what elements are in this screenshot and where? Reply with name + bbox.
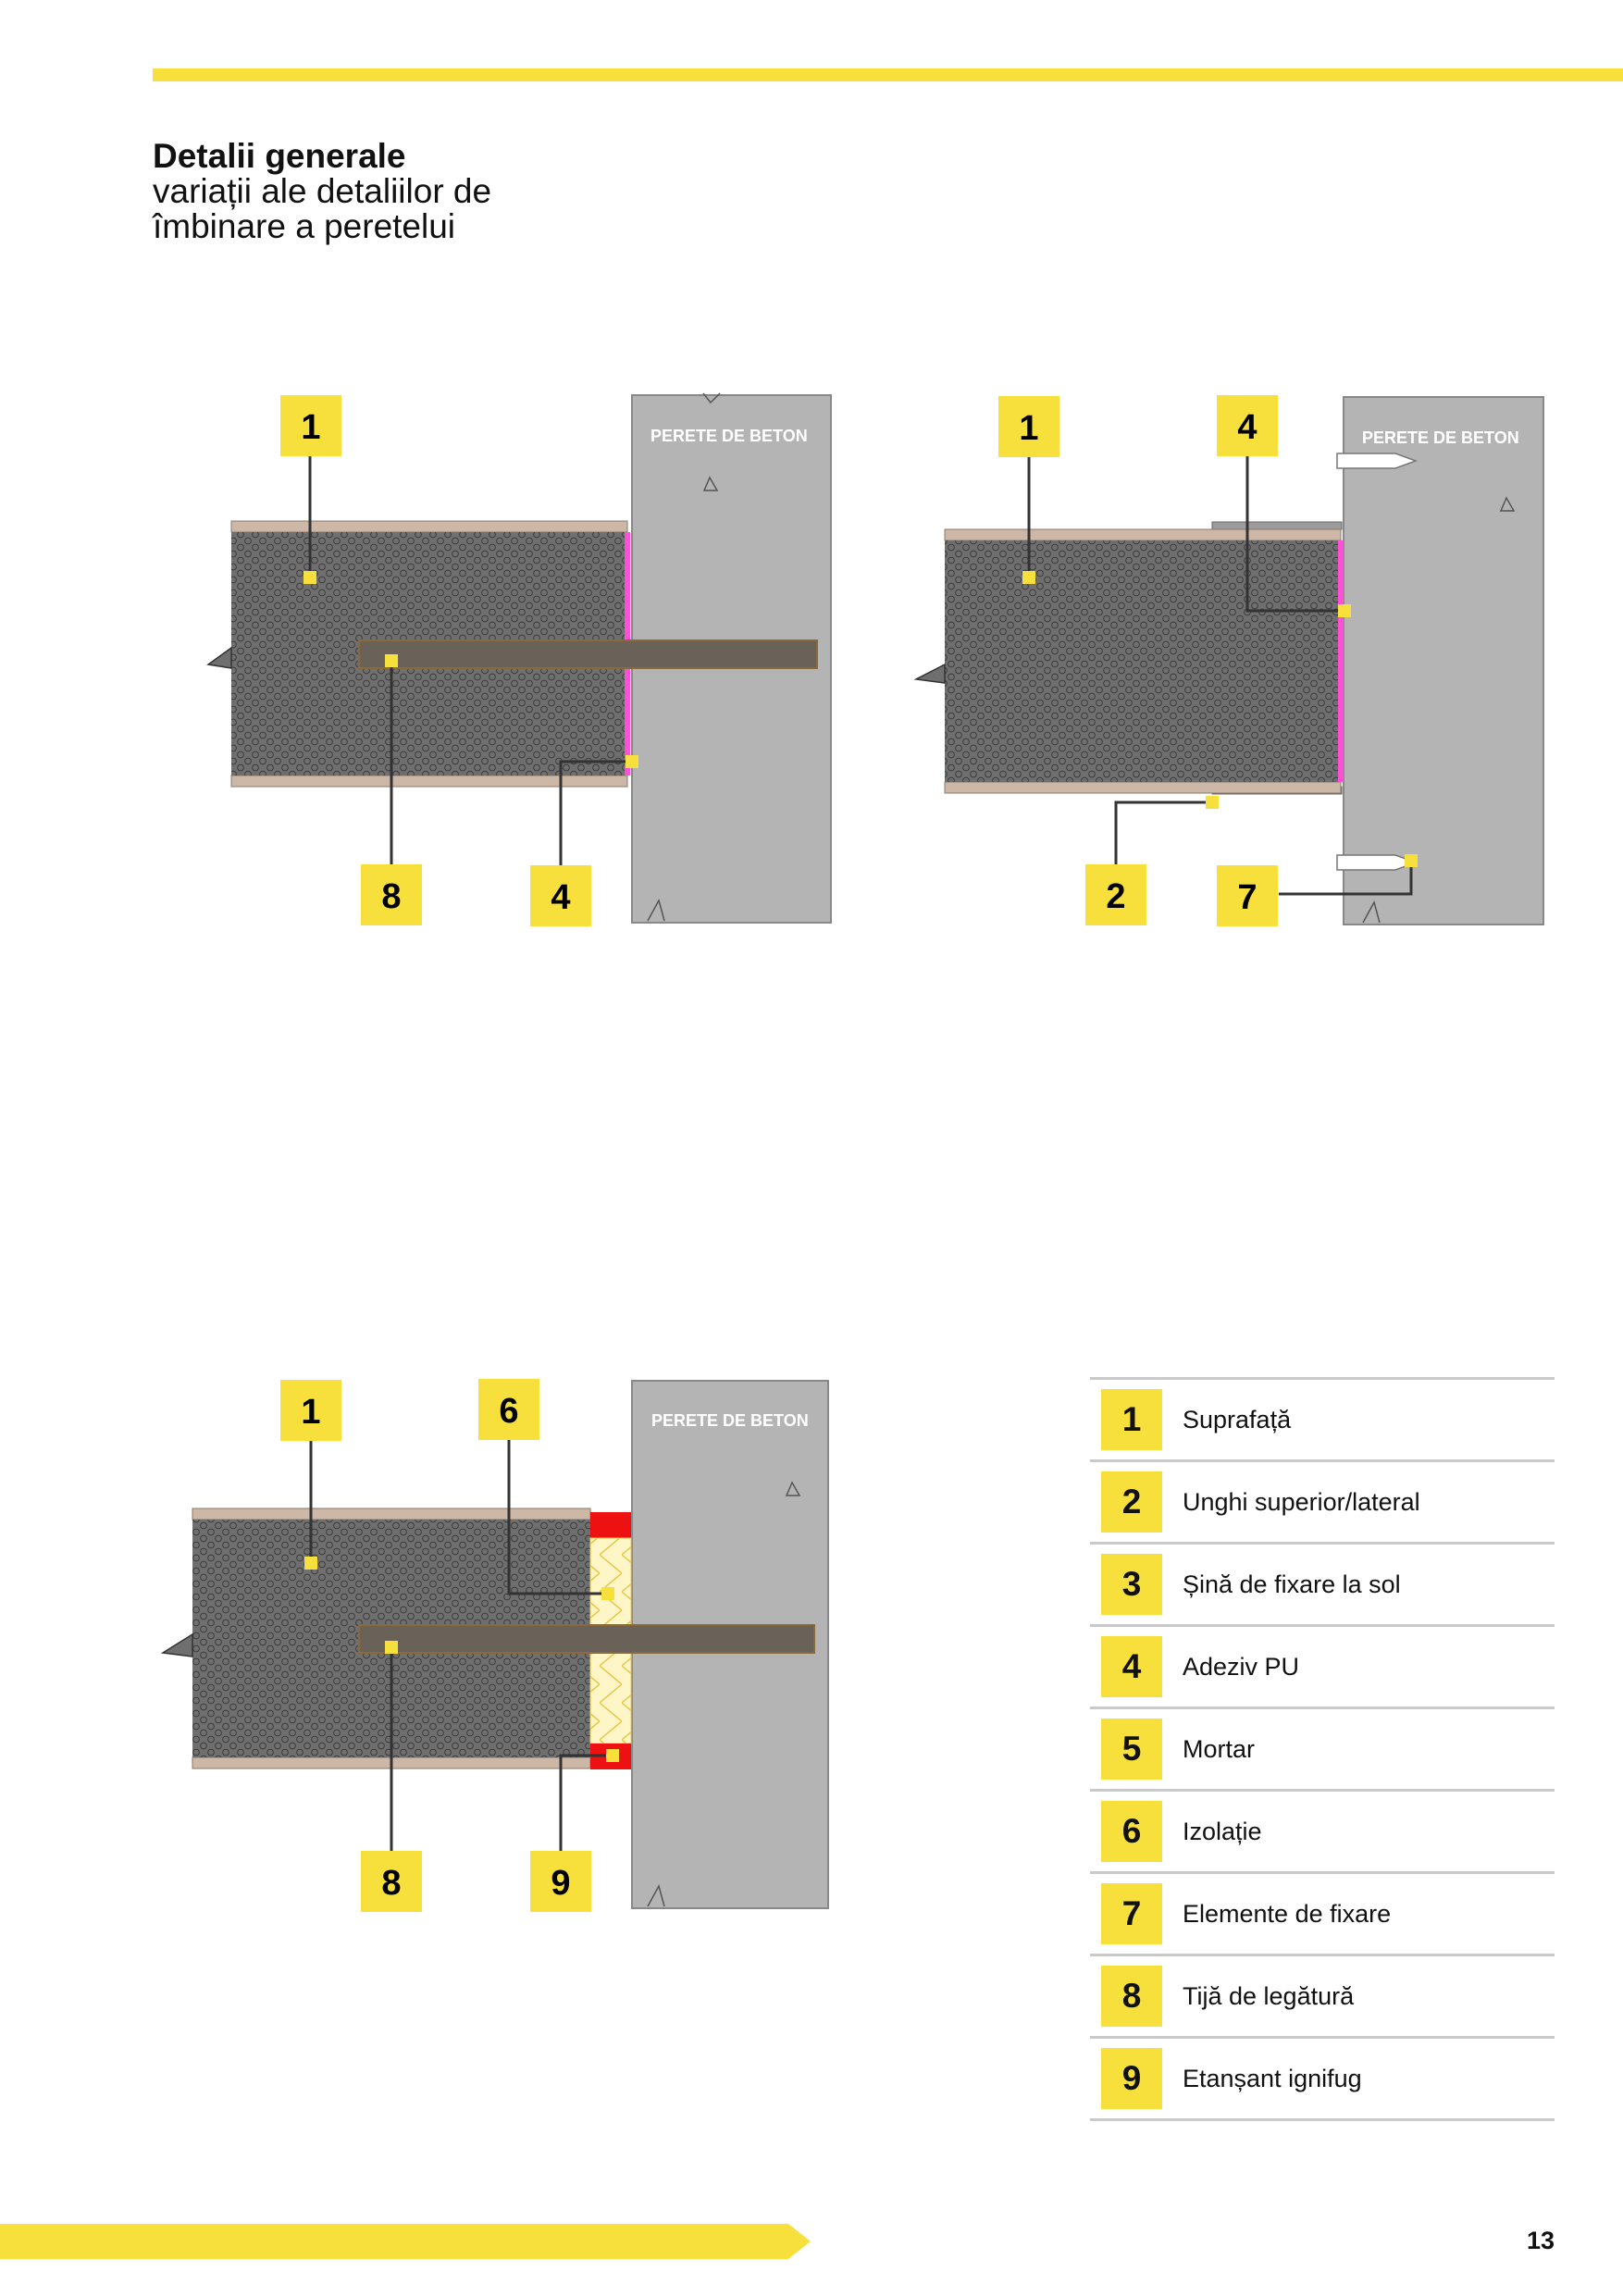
top-angle [1211, 521, 1343, 530]
callout-8: 8 [361, 864, 422, 925]
top-accent-bar [153, 68, 1623, 81]
page-number: 13 [1526, 2227, 1555, 2254]
legend-item: 4 Adeziv PU [1090, 1624, 1555, 1706]
legend-label: Etanșant ignifug [1183, 2065, 1362, 2092]
legend-number: 2 [1101, 1471, 1162, 1533]
legend-item: 7 Elemente de fixare [1090, 1871, 1555, 1954]
svg-text:4: 4 [1237, 408, 1257, 447]
title-bold: Detalii generale [153, 137, 406, 175]
svg-text:2: 2 [1106, 877, 1125, 916]
legend-number: 3 [1101, 1554, 1162, 1615]
page-title: Detalii generale variații ale detaliilor… [153, 139, 800, 244]
legend-item: 8 Tijă de legătură [1090, 1954, 1555, 2036]
legend-number: 1 [1101, 1389, 1162, 1450]
svg-text:1: 1 [1019, 409, 1038, 448]
panel-top-skin [192, 1508, 591, 1520]
subtitle-line-2: îmbinare a peretelui [153, 207, 456, 245]
svg-text:6: 6 [499, 1392, 518, 1431]
legend-label: Tijă de legătură [1183, 1982, 1355, 2010]
legend-item: 2 Unghi superior/lateral [1090, 1459, 1555, 1542]
panel-bottom-skin [944, 781, 1342, 794]
legend-item: 1 Suprafață [1090, 1377, 1555, 1459]
svg-text:1: 1 [301, 408, 320, 447]
legend-label: Șină de fixare la sol [1183, 1570, 1401, 1598]
legend-label: Adeziv PU [1183, 1653, 1300, 1681]
legend-item: 6 Izolație [1090, 1789, 1555, 1871]
legend-label: Unghi superior/lateral [1183, 1488, 1420, 1516]
fire-sealant-top [590, 1512, 631, 1538]
callout-8: 8 [361, 1851, 422, 1912]
legend-number: 9 [1101, 2048, 1162, 2109]
callout-1: 1 [998, 396, 1059, 457]
legend-number: 6 [1101, 1801, 1162, 1862]
wall-label: PERETE DE BETON [651, 1411, 809, 1430]
panel-core [945, 540, 1341, 782]
callout-9: 9 [530, 1851, 591, 1912]
svg-text:1: 1 [301, 1393, 320, 1432]
callout-1: 1 [280, 1380, 341, 1441]
legend-number: 7 [1101, 1883, 1162, 1944]
diagram-3: PERETE DE BETON 1 6 8 9 [160, 1379, 829, 1912]
tie-rod [358, 639, 818, 669]
diagram-2: PERETE DE BETON 1 4 2 7 [913, 395, 1544, 926]
legend-number: 8 [1101, 1966, 1162, 2027]
callout-4: 4 [1217, 395, 1278, 456]
callout-6: 6 [478, 1379, 539, 1440]
callout-7: 7 [1217, 865, 1278, 926]
legend: 1 Suprafață 2 Unghi superior/lateral 3 Ș… [1090, 1377, 1555, 2121]
tie-rod [358, 1624, 815, 1654]
panel-top-skin [944, 528, 1342, 541]
svg-text:4: 4 [551, 878, 570, 917]
legend-item: 9 Etanșant ignifug [1090, 2036, 1555, 2121]
wall-label: PERETE DE BETON [650, 427, 808, 445]
legend-label: Izolație [1183, 1818, 1262, 1845]
concrete-wall [1343, 396, 1544, 925]
bottom-accent-arrow [0, 2224, 811, 2259]
legend-number: 5 [1101, 1719, 1162, 1780]
svg-text:7: 7 [1237, 878, 1257, 917]
svg-text:8: 8 [381, 1864, 401, 1903]
panel-top-skin [230, 520, 628, 533]
svg-text:9: 9 [551, 1864, 570, 1903]
pu-adhesive [1338, 540, 1344, 782]
svg-text:8: 8 [381, 877, 401, 916]
panel-bottom-skin [230, 775, 628, 788]
callout-4: 4 [530, 865, 591, 926]
diagram-1: PERETE DE BETON 1 8 4 [206, 392, 832, 926]
legend-label: Elemente de fixare [1183, 1900, 1392, 1928]
legend-item: 3 Șină de fixare la sol [1090, 1542, 1555, 1624]
callout-1: 1 [280, 395, 341, 456]
subtitle-line-1: variații ale detaliilor de [153, 172, 492, 210]
callout-2: 2 [1085, 864, 1146, 925]
legend-item: 5 Mortar [1090, 1706, 1555, 1789]
legend-number: 4 [1101, 1636, 1162, 1697]
wall-label: PERETE DE BETON [1362, 428, 1519, 447]
legend-label: Suprafață [1183, 1406, 1292, 1433]
legend-label: Mortar [1183, 1735, 1256, 1763]
fastener-top [1336, 453, 1419, 469]
